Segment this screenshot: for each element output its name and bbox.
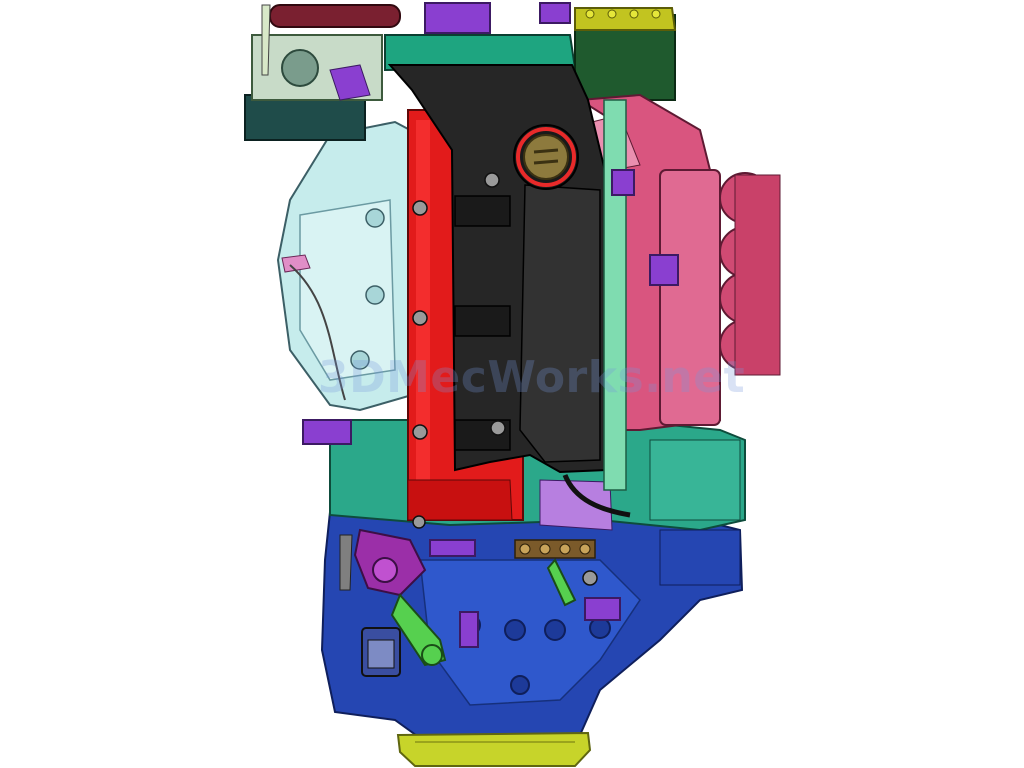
- oil-filler-cap-icon[interactable]: [513, 124, 579, 190]
- oil-pan-housing[interactable]: [320, 503, 744, 740]
- alternator-bracket[interactable]: [244, 4, 401, 141]
- breather-hose[interactable]: [562, 473, 631, 518]
- fuel-injectors[interactable]: [514, 539, 596, 559]
- oil-pan-bottom[interactable]: [396, 731, 592, 767]
- top-bracket[interactable]: [384, 2, 577, 72]
- timing-cover[interactable]: [276, 120, 414, 412]
- ac-compressor[interactable]: [574, 7, 677, 101]
- sensor-icon[interactable]: [302, 169, 679, 648]
- coolant-rail[interactable]: [603, 99, 627, 491]
- bolt-icon: [412, 172, 598, 586]
- throttle-linkage[interactable]: [390, 558, 577, 667]
